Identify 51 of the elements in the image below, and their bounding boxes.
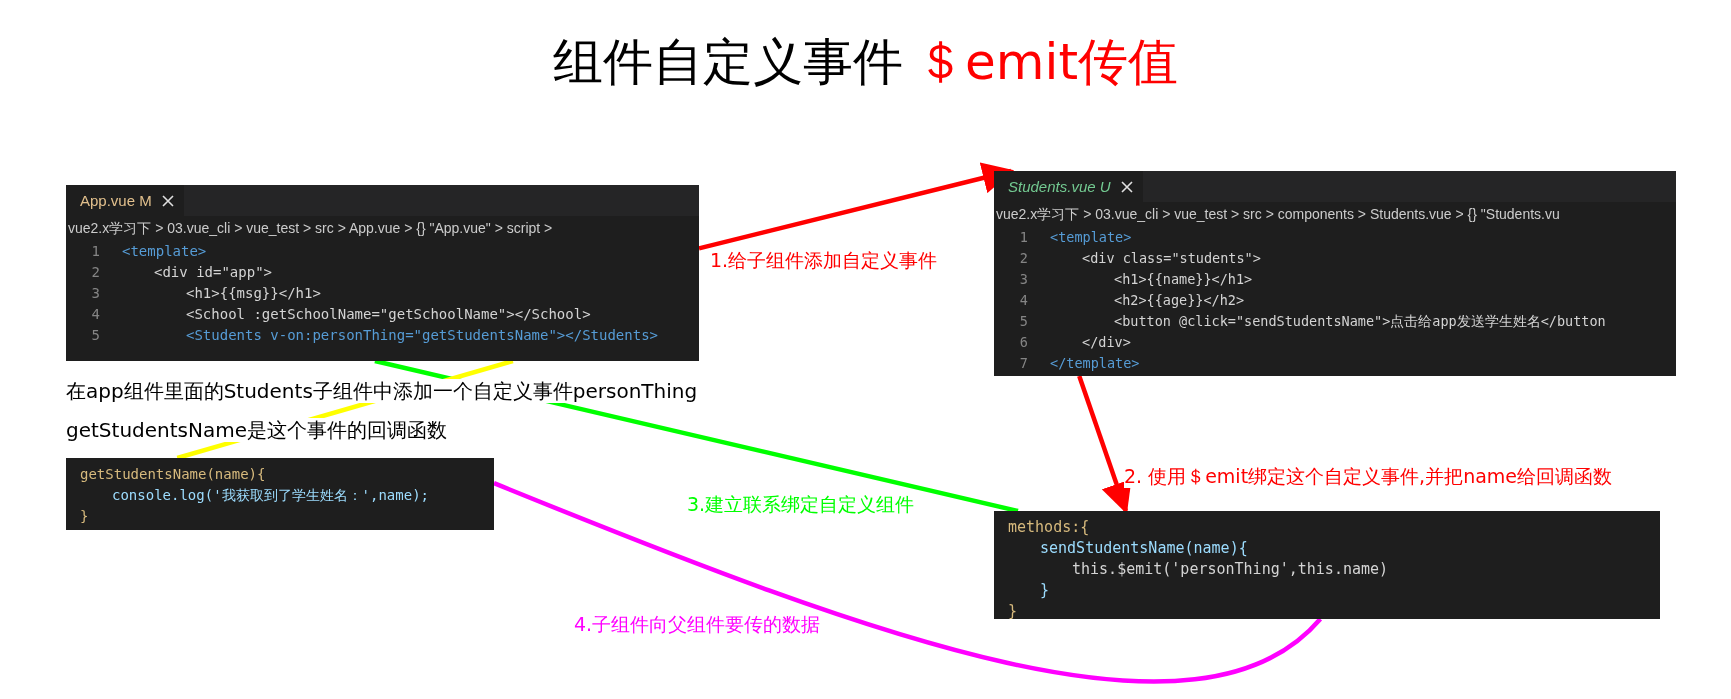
code-line: <h1>{{msg}}</h1> (186, 284, 321, 303)
arrow (1077, 375, 1132, 514)
code-line: <h2>{{age}}</h2> (1114, 291, 1245, 310)
code-panel (66, 458, 494, 530)
code-line: <template> (122, 242, 207, 261)
code-line: <h1>{{name}}</h1> (1114, 270, 1253, 289)
code-line: <button @click="sendStudentsName">点击给app发送学生姓名</button (1114, 312, 1606, 331)
code-line: <template> (1050, 228, 1132, 247)
edge-label: 2. 使用＄emit绑定这个自定义事件,并把name给回调函数 (1124, 464, 1613, 488)
code-panel (994, 511, 1660, 619)
breadcrumb-path: vue2.x学习下 > 03.vue_cli > vue_test > src > App.vue > {} "App.vue" > script > (67, 219, 554, 238)
code-line: </div> (1082, 333, 1131, 352)
edge-label: 1.给子组件添加自定义事件 (710, 248, 938, 272)
annotation-text: 在app组件里面的Students子组件中添加一个自定义事件personThing (66, 379, 698, 403)
line-number: 5 (90, 326, 100, 345)
code-line: <School :getSchoolName="getSchoolName"></School> (186, 305, 591, 324)
line-number: 4 (90, 305, 100, 324)
code-line: <Students v-on:personThing="getStudentsName"></Students> (186, 326, 658, 345)
code-panel (66, 185, 699, 361)
annotation-text: getStudentsName是这个事件的回调函数 (66, 418, 447, 442)
line-number: 7 (1018, 354, 1028, 373)
code-line: } (1040, 580, 1050, 601)
arrow (698, 162, 1015, 251)
code-line: console.log('我获取到了学生姓名：',name); (112, 486, 429, 505)
edge-label: 4.子组件向父组件要传的数据 (574, 612, 821, 636)
code-line: } (80, 507, 89, 526)
code-line: getStudentsName(name){ (80, 465, 266, 484)
title-text: 组件自定义事件 (553, 32, 903, 93)
code-line: </template> (1050, 354, 1140, 373)
tab-title: Students.vue U (1008, 178, 1111, 195)
code-line: this.$emit('personThing',this.name) (1072, 559, 1389, 580)
code-line: <div class="students"> (1082, 249, 1261, 268)
edge-label: 3.建立联系绑定自定义组件 (687, 492, 915, 516)
code-line: } (1008, 601, 1018, 619)
code-line: sendStudentsName(name){ (1040, 538, 1248, 559)
line-number: 5 (1018, 312, 1028, 331)
line-number: 2 (90, 263, 100, 282)
line-number: 1 (1018, 228, 1028, 247)
line-number: 2 (1018, 249, 1028, 268)
line-number: 3 (1018, 270, 1028, 289)
line-number: 6 (1018, 333, 1028, 352)
tab-title: App.vue M (80, 192, 152, 209)
line-number: 4 (1018, 291, 1028, 310)
line-number: 1 (90, 242, 100, 261)
code-line: methods:{ (1008, 517, 1090, 538)
line-number: 3 (90, 284, 100, 303)
code-panel (994, 171, 1676, 376)
title-text: ＄emit传值 (915, 32, 1178, 93)
code-line: <div id="app"> (154, 263, 272, 282)
breadcrumb-path: vue2.x学习下 > 03.vue_cli > vue_test > src > components > Students.vue > {} "Students.vu (995, 205, 1561, 224)
connector-line (493, 481, 1322, 684)
